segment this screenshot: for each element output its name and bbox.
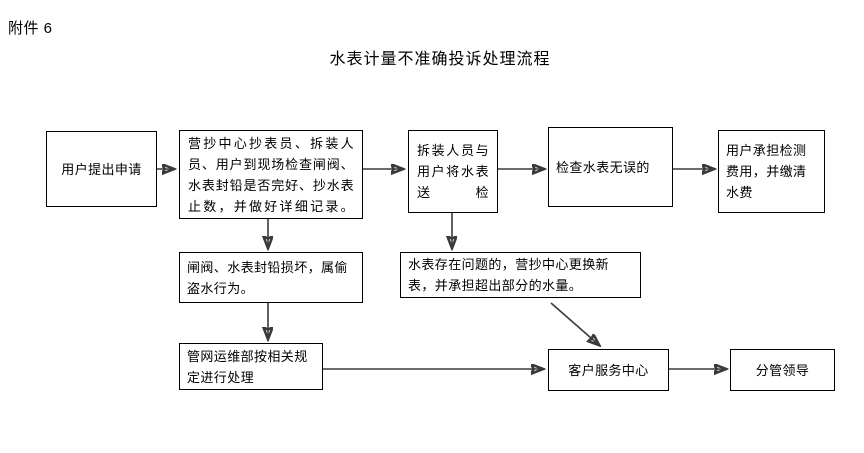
node-label: 营抄中心抄表员、拆装人员、用户到现场检查闸阀、水表封铅是否完好、抄水表止数，并做… [188, 135, 354, 214]
node-customer-service-center[interactable]: 客户服务中心 [548, 349, 669, 391]
node-user-pays-fees[interactable]: 用户承担检测费用，并缴清水费 [718, 130, 825, 213]
node-label: 用户提出申请 [61, 161, 142, 177]
node-label: 分管领导 [755, 362, 810, 378]
node-label: 用户承担检测费用，并缴清水费 [726, 143, 807, 200]
node-seal-damaged-theft[interactable]: 闸阀、水表封铅损坏，属偷盗水行为。 [179, 252, 363, 303]
node-label: 管网运维部按相关规定进行处理 [187, 348, 308, 385]
node-label: 水表存在问题的，营抄中心更换新表，并承担超出部分的水量。 [408, 257, 610, 293]
attachment-label: 附件 6 [8, 20, 53, 37]
node-label: 检查水表无误的 [556, 159, 650, 175]
node-label: 闸阀、水表封铅损坏，属偷盗水行为。 [187, 259, 348, 296]
node-user-application[interactable]: 用户提出申请 [46, 131, 157, 207]
node-meter-faulty-replace[interactable]: 水表存在问题的，营抄中心更换新表，并承担超出部分的水量。 [400, 252, 641, 298]
node-label: 拆装人员与用户将水表送检 [417, 143, 489, 200]
node-supervising-leader[interactable]: 分管领导 [730, 349, 835, 391]
page-title-text: 水表计量不准确投诉处理流程 [329, 51, 551, 68]
edge-n7-n9 [550, 302, 599, 345]
page-title: 水表计量不准确投诉处理流程 [0, 45, 864, 69]
node-send-meter-for-test[interactable]: 拆装人员与用户将水表送检 [408, 130, 498, 213]
node-pipe-network-dept[interactable]: 管网运维部按相关规定进行处理 [179, 343, 323, 390]
node-meter-ok[interactable]: 检查水表无误的 [548, 127, 673, 207]
node-onsite-inspection[interactable]: 营抄中心抄表员、拆装人员、用户到现场检查闸阀、水表封铅是否完好、抄水表止数，并做… [179, 130, 363, 219]
node-label: 客户服务中心 [568, 362, 649, 378]
